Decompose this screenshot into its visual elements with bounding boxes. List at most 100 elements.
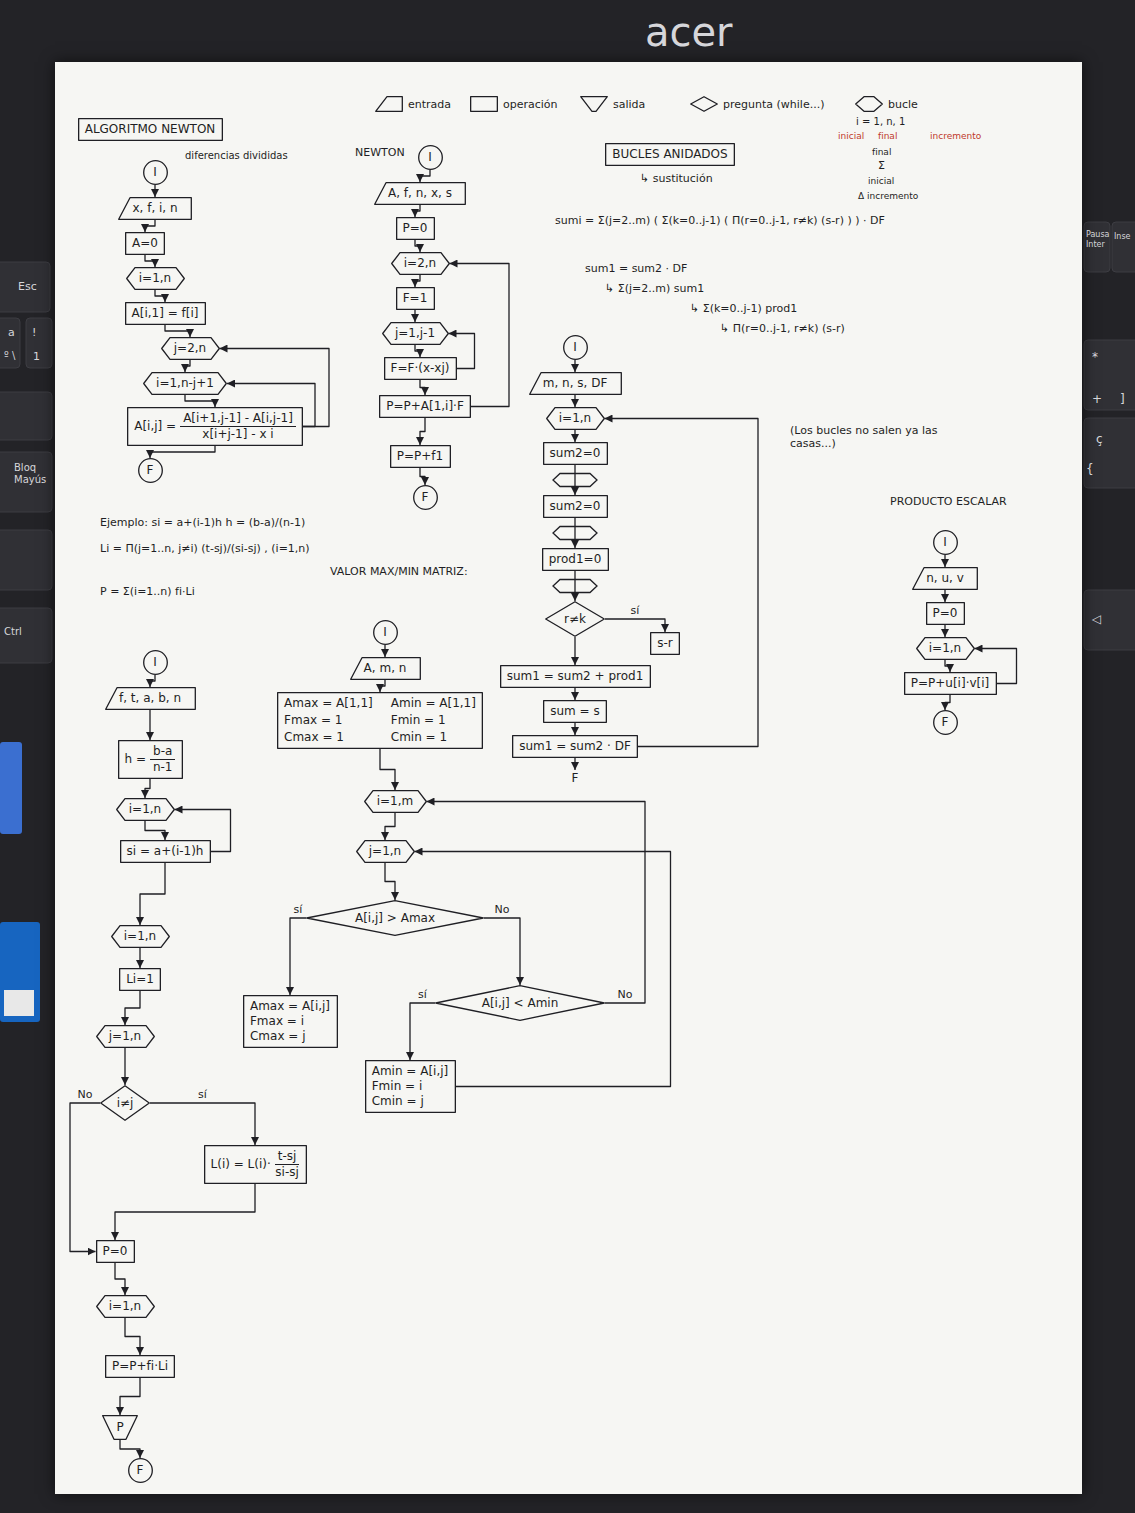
outline-path [418, 146, 442, 170]
note-text: incremento [930, 131, 981, 142]
flow-arrow [385, 863, 395, 900]
node-content: I [383, 625, 387, 640]
outline-path [118, 741, 182, 779]
flow-arrow [414, 310, 415, 322]
outline-path [380, 396, 471, 418]
outline-path [144, 373, 227, 395]
process-box: Amax = A[1,1]Amin = A[1,1]Fmax = 1Fmin =… [277, 692, 483, 749]
node-content: sum2=0 [550, 499, 601, 514]
outline-path [120, 969, 161, 991]
outline-path [933, 711, 957, 735]
edge-label: sí [416, 988, 429, 1001]
node-content: I [153, 655, 157, 670]
flow-arrow [450, 264, 510, 407]
note-text: inicial [838, 131, 864, 142]
flow-arrow [155, 290, 165, 302]
legend-text: salida [613, 98, 645, 111]
outline-path [105, 688, 195, 710]
node-text: f, t, a, b, n [119, 691, 181, 706]
flow-arrow [574, 465, 575, 495]
legend-text: bucle [888, 98, 918, 111]
flow-arrow [125, 1318, 140, 1355]
node-content: A[i,j] < Amin [482, 996, 559, 1011]
node-content: P=P+fi·Li [112, 1359, 168, 1374]
node-text: sum2=0 [550, 446, 601, 461]
node-text: i=1,n-j+1 [156, 376, 214, 391]
input-shape: m, n, s, DF [529, 372, 622, 395]
shape-outline [855, 96, 883, 112]
decision-diamond: A[i,j] > Amax [306, 900, 484, 936]
node-content: prod1=0 [549, 552, 602, 567]
assignment-text: Amax = A[i,j] [250, 999, 330, 1014]
node-text: A[i,j] > Amax [355, 911, 435, 926]
outline-path [396, 218, 434, 240]
node-content: i=2,n [404, 256, 436, 271]
node-content: s-r [657, 636, 673, 651]
process-box: L(i) = L(i)·t-sjsi-sj [204, 1145, 307, 1184]
outline-path [138, 459, 162, 483]
numerator: b-a [150, 744, 175, 760]
edge-label: No [76, 1088, 95, 1101]
node-text: A[i,j] < Amin [482, 996, 559, 1011]
loop-hexagon: j=1,j-1 [382, 322, 449, 345]
key-label: Ctrl [4, 626, 22, 638]
terminal-circle: F [138, 458, 163, 483]
input-shape: f, t, a, b, n [105, 687, 196, 710]
flow-arrow [420, 468, 425, 485]
node-text: x, f, i, n [132, 201, 177, 216]
note-text: diferencias divididas [185, 150, 288, 162]
node-text: Li=1 [126, 972, 154, 987]
outline-path [103, 1416, 138, 1440]
node-content: Amax = A[i,j]Fmax = iCmax = j [250, 999, 330, 1044]
flow-arrow [70, 1103, 100, 1252]
node-text: I [428, 150, 432, 165]
node-content: i=1,n [139, 271, 171, 286]
flow-arrow [145, 821, 165, 840]
terminal-circle: I [418, 145, 443, 170]
note-text: i = 1, n, 1 [856, 116, 905, 128]
key-label: Bloq Mayús [14, 462, 52, 486]
edge-label: No [616, 988, 635, 1001]
process-box: sum1 = sum2 · DF [512, 735, 638, 758]
flow-arrow [605, 419, 759, 747]
node-text: I [383, 625, 387, 640]
assignment-text: Fmax = i [250, 1014, 330, 1029]
node-text: s-r [657, 636, 673, 651]
node-content: n, u, v [926, 571, 964, 586]
outline-path [143, 651, 167, 675]
outline-path [651, 633, 680, 655]
legend-sample [470, 96, 498, 112]
note-text: (Los bucles no salen ya las casas...) [790, 424, 960, 450]
node-text: A=0 [132, 236, 158, 251]
outline-path [119, 198, 192, 220]
process-box: F=F·(x-xj) [384, 357, 457, 380]
loop-hexagon: i=1,m [364, 790, 427, 813]
terminal-circle: I [373, 620, 398, 645]
node-text: j=2,n [174, 341, 206, 356]
numerator: t-sj [275, 1149, 300, 1165]
outline-path [542, 549, 608, 571]
outline-path [364, 791, 426, 813]
process-box: P=P+fi·Li [105, 1355, 175, 1378]
node-content: A[i,1] = f[i] [132, 306, 199, 321]
assignment-text: Cmax = 1 [284, 730, 373, 745]
process-box: P=0 [926, 602, 965, 625]
assignment-text: Cmin = 1 [391, 730, 476, 745]
flow-arrow [574, 723, 575, 735]
flow-arrow [415, 345, 420, 357]
node-content: ALGORITMO NEWTON [85, 122, 216, 137]
flow-arrow [149, 710, 150, 740]
node-text: P=P+A[1,i]·F [386, 399, 464, 414]
flow-arrow [150, 1103, 255, 1145]
node-content: P [116, 1420, 123, 1435]
outline-path [307, 901, 484, 936]
outline-path [384, 358, 456, 380]
shape-outline [375, 96, 403, 112]
note-text: VALOR MAX/MIN MATRIZ: [330, 565, 468, 578]
node-text: I [943, 535, 947, 550]
node-content: si = a+(i-1)h [127, 844, 204, 859]
node-content: i=1,n-j+1 [156, 376, 214, 391]
flow-arrow [574, 637, 575, 665]
loop-hexagon: i=2,n [391, 252, 450, 275]
